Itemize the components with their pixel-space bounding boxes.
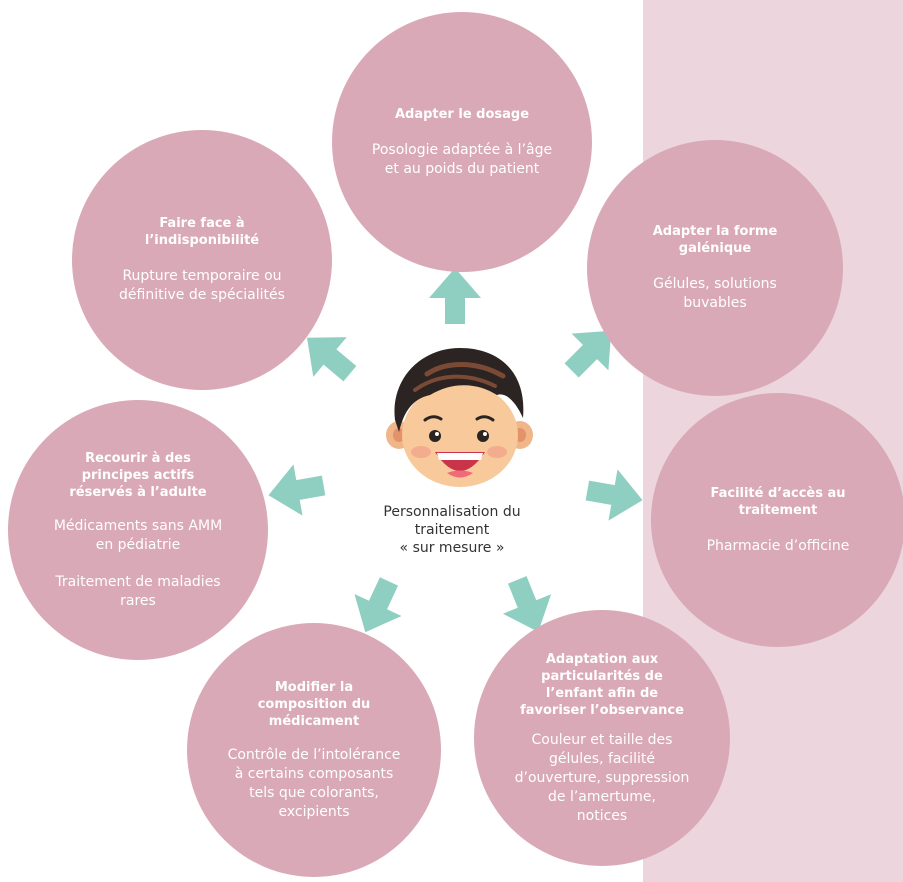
bubble-title-line: réservés à l’adulte	[69, 484, 207, 500]
bubble-desc-line: et au poids du patient	[384, 160, 540, 177]
bubble-desc-line: Contrôle de l’intolérance	[227, 746, 401, 763]
center-label-line: Personnalisation du	[383, 504, 521, 520]
bubble-desc-line: Traitement de maladies	[55, 573, 221, 590]
bubble-title: Adaptation aux particularités de l’enfan…	[520, 651, 684, 719]
bubble-description: Posologie adaptée à l’âge et au poids du…	[372, 141, 552, 179]
bubble-desc-line: excipients	[278, 803, 350, 820]
bubble-adaptation-particularites: Adaptation aux particularités de l’enfan…	[474, 610, 730, 866]
bubble-title-line: particularités de	[541, 668, 663, 684]
arrow-right-icon	[585, 469, 643, 521]
bubble-description: Rupture temporaire ou définitive de spéc…	[119, 267, 285, 305]
bubble-desc-line: d’ouverture, suppression	[514, 769, 690, 786]
bubble-desc-line: Médicaments sans AMM	[53, 517, 223, 534]
bubble-description: Gélules, solutions buvables	[653, 275, 777, 313]
bubble-forme-galenique: Adapter la forme galénique Gélules, solu…	[587, 140, 843, 396]
bubble-desc-line: Gélules, solutions	[653, 276, 777, 292]
bubble-description: Pharmacie d’officine	[707, 537, 850, 556]
bubble-indisponibilite: Faire face à l’indisponibilité Rupture t…	[72, 130, 332, 390]
arrow-up-right-icon	[564, 330, 612, 378]
bubble-title-line: galénique	[678, 241, 752, 256]
bubble-description-secondary: Traitement de maladies rares	[55, 573, 220, 611]
bubble-desc-line: en pédiatrie	[95, 536, 181, 553]
bubble-adapter-dosage: Adapter le dosage Posologie adaptée à l’…	[332, 12, 592, 272]
bubble-desc-line: notices	[576, 807, 628, 824]
bubble-title-line: l’enfant afin de	[545, 685, 659, 701]
bubble-title: Adapter la forme galénique	[653, 223, 778, 257]
bubble-title: Facilité d’accès au traitement	[710, 485, 845, 519]
bubble-desc-line: à certains composants	[234, 765, 394, 782]
bubble-title-line: l’indisponibilité	[144, 233, 260, 248]
arrow-up-icon	[429, 268, 481, 324]
bubble-title-line: Adaptation aux	[545, 651, 659, 667]
bubble-desc-line: définitive de spécialités	[119, 287, 285, 303]
bubble-title-line: Facilité d’accès au	[710, 485, 846, 501]
arrow-left-icon	[268, 464, 326, 516]
bubble-desc-line: gélules, facilité	[549, 750, 655, 767]
bubble-title-line: principes actifs	[81, 467, 195, 483]
bubble-title-line: médicament	[268, 713, 360, 729]
bubble-title-line: Adapter le dosage	[394, 106, 530, 122]
bubble-title-line: Modifier la	[274, 679, 354, 695]
bubble-title: Faire face à l’indisponibilité	[145, 215, 259, 249]
arrow-down-right-icon	[502, 576, 552, 632]
bubble-recourir-principes-actifs: Recourir à des principes actifs réservés…	[8, 400, 268, 660]
bubble-desc-line: de l’amertume,	[548, 788, 656, 805]
bubble-desc-line: rares	[120, 592, 156, 609]
bubble-facilite-acces: Facilité d’accès au traitement Pharmacie…	[651, 393, 903, 647]
arrow-up-left-icon	[307, 337, 357, 382]
bubble-desc-line: tels que colorants,	[249, 784, 379, 801]
bubble-desc-line: buvables	[683, 295, 747, 311]
bubble-modifier-composition: Modifier la composition du médicament Co…	[187, 623, 441, 877]
bubble-description: Contrôle de l’intolérance à certains com…	[228, 746, 401, 822]
bubble-title-line: Faire face à	[159, 216, 245, 231]
bubble-title: Adapter le dosage	[395, 106, 529, 123]
bubble-desc-line: Couleur et taille des	[531, 731, 673, 748]
child-face-icon	[386, 348, 533, 487]
bubble-title-line: traitement	[738, 502, 818, 518]
bubble-description: Médicaments sans AMM en pédiatrie	[54, 517, 222, 555]
bubble-title-line: Recourir à des	[85, 450, 191, 466]
center-label-line: « sur mesure »	[399, 540, 505, 556]
bubble-desc-line: Pharmacie d’officine	[706, 537, 850, 554]
center-label: Personnalisation du traitement « sur mes…	[352, 503, 552, 557]
center-label-line: traitement	[414, 522, 490, 538]
bubble-desc-line: Rupture temporaire ou	[122, 268, 282, 284]
bubble-title-line: composition du	[257, 696, 371, 712]
bubble-description: Couleur et taille des gélules, facilité …	[515, 731, 690, 826]
bubble-title-line: favoriser l’observance	[520, 702, 684, 718]
bubble-desc-line: Posologie adaptée à l’âge	[371, 141, 553, 158]
bubble-title: Recourir à des principes actifs réservés…	[69, 450, 206, 501]
bubble-title: Modifier la composition du médicament	[258, 679, 371, 730]
arrow-down-left-icon	[354, 577, 402, 633]
bubble-title-line: Adapter la forme	[652, 224, 778, 239]
